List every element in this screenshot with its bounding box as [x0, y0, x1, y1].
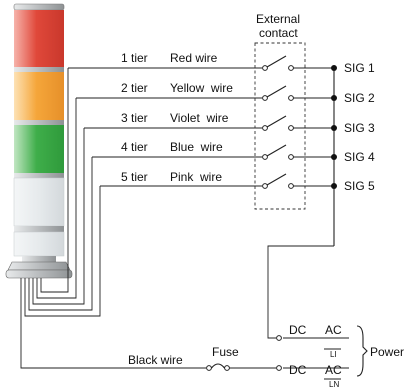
tier-2-label: 2 tier	[121, 81, 148, 95]
tier-4-lamp	[13, 177, 65, 227]
tier-5-wire-label: Pink wire	[170, 170, 222, 184]
sig-3-label: SIG 3	[344, 121, 375, 135]
tower-leads	[20, 68, 206, 369]
tier-1-label: 1 tier	[121, 51, 148, 65]
sig-bus	[267, 65, 337, 339]
power-dc-label-2: DC	[289, 363, 307, 377]
tier-2-wire-label: Yellow wire	[170, 81, 233, 95]
tier-5-lamp	[13, 231, 65, 257]
sig-1-label: SIG 1	[344, 61, 375, 75]
tier-5-label: 5 tier	[121, 170, 148, 184]
fuse-symbol	[206, 363, 276, 371]
tier-4-label: 4 tier	[121, 140, 148, 154]
switch-5	[262, 173, 294, 189]
tier-1-wire-label: Red wire	[170, 51, 218, 65]
sig-5-label: SIG 5	[344, 179, 375, 193]
tier-3-label: 3 tier	[121, 111, 148, 125]
tier-1-red-lamp	[14, 10, 64, 67]
tier-3-wire-label: Violet wire	[170, 111, 229, 125]
switch-2	[262, 85, 294, 101]
power-terminal-2[interactable]	[276, 365, 282, 371]
power-dc-label-1: DC	[289, 323, 307, 337]
tower-base	[7, 261, 71, 271]
labels: External contact 1 tier Red wire SIG 1 2…	[121, 12, 404, 389]
sig-2-label: SIG 2	[344, 91, 375, 105]
power-ac-sub-1: LI	[330, 350, 337, 359]
external-contact-label-line2: contact	[259, 26, 298, 40]
tier-2-amber-lamp	[14, 72, 64, 120]
tier-wires	[68, 67, 262, 187]
power-brace	[356, 325, 368, 377]
tier-4-wire-label: Blue wire	[170, 140, 223, 154]
external-contact-box	[254, 42, 306, 210]
contact-switches	[262, 55, 294, 189]
switch-4	[262, 144, 294, 160]
power-ac-label-2: AC	[325, 363, 342, 377]
tier-3-green-lamp	[14, 125, 64, 173]
power-ac-sub-2: LN	[329, 380, 339, 389]
switch-1	[262, 55, 294, 71]
tower-cap	[13, 3, 65, 11]
switch-3	[262, 115, 294, 131]
fuse-label: Fuse	[212, 345, 239, 359]
power-terminals	[276, 325, 368, 380]
external-contact-label-line1: External	[256, 12, 300, 26]
power-label: Power	[370, 345, 404, 359]
power-ac-label-1: AC	[325, 323, 342, 337]
signal-tower	[5, 3, 73, 279]
sig-4-label: SIG 4	[344, 150, 375, 164]
black-wire-label: Black wire	[128, 353, 183, 367]
power-terminal-1[interactable]	[276, 335, 282, 341]
